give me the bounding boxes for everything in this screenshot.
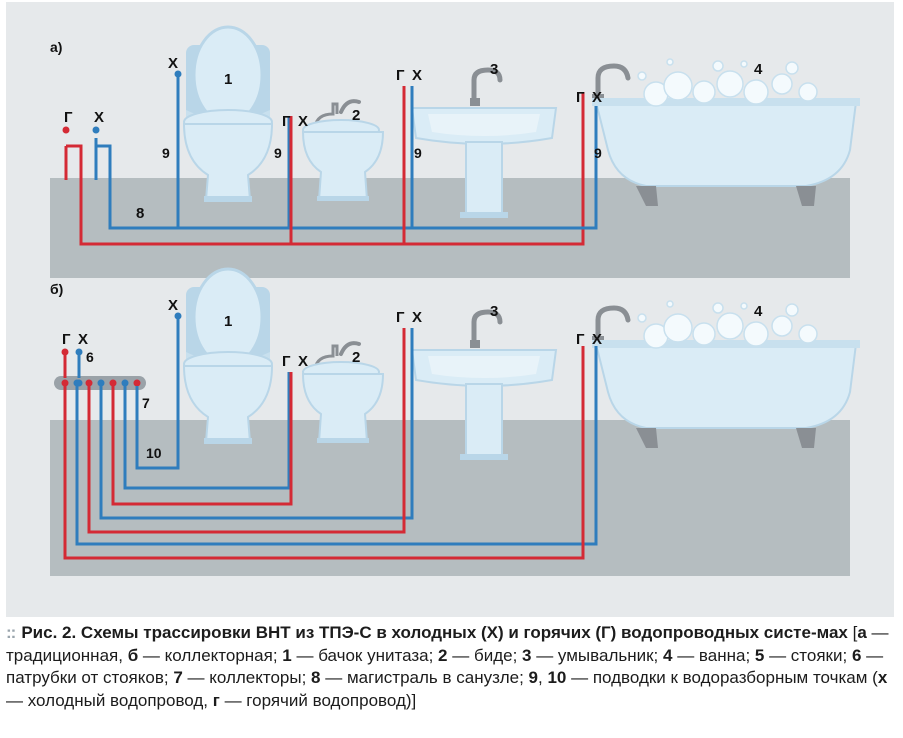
label-8-a: 8 [136, 205, 144, 222]
caption-legend: [а — традиционная, б — коллекторная; 1 —… [6, 623, 889, 710]
cold-bidet-b [123, 372, 291, 490]
legend-text: — ванна; [672, 645, 755, 665]
collector-outlet [97, 379, 105, 387]
bath-cold-label-b: Х [592, 331, 602, 348]
hot-bidet-b [111, 372, 293, 506]
toilet-a [182, 25, 274, 204]
legend-key: г [212, 690, 220, 710]
legend-key: а [857, 623, 867, 642]
legend-key: 10 [547, 668, 567, 687]
legend-key: б [127, 645, 139, 665]
label-4-b: 4 [754, 303, 763, 320]
bath-hot-label-a: Г [576, 89, 585, 106]
sink-hot-label-a: Г [396, 67, 405, 84]
figure-caption: ::Рис. 2. Схемы трассировки ВНТ из ТПЭ-С… [6, 622, 896, 712]
legend-text: — бачок унитаза; [291, 645, 439, 665]
legend-text: — коллекторы; [182, 668, 312, 687]
legend-key: 1 [282, 645, 292, 665]
hot-label-b: Г [62, 331, 71, 348]
label-9-sink-a: 9 [414, 145, 422, 161]
hot-label-a: Г [64, 109, 73, 126]
hot-main-a [66, 92, 585, 246]
label-3-a: 3 [490, 61, 498, 78]
cold-bath-a [412, 106, 598, 230]
floor-b [50, 420, 850, 576]
legend-text: , [538, 668, 548, 687]
legend-text: — коллекторная; [138, 645, 283, 665]
legend-text: — патрубки от стояков; [6, 645, 884, 688]
bath-cold-label-a: Х [592, 89, 602, 106]
cold-toilet-b [135, 316, 180, 470]
caption-bullet: :: [6, 623, 16, 642]
legend-text: — традиционная, [6, 623, 889, 665]
toilet-cold-inlet-a [174, 70, 182, 78]
cold-bath-b [75, 346, 598, 546]
collector-outlet [85, 379, 93, 387]
label-1-b: 1 [224, 313, 232, 330]
legend-text: — умывальник; [531, 645, 663, 665]
legend-text: — горячий водопровод)] [219, 690, 417, 710]
label-7-b: 7 [142, 395, 150, 411]
hot-riser-cap-b [61, 348, 69, 356]
bidet-cold-label-b: Х [298, 353, 308, 370]
label-9-bath-a: 9 [594, 145, 602, 161]
label-2-a: 2 [352, 107, 360, 124]
hot-riser-cap-a [62, 126, 70, 134]
bidet-hot-label-a: Г [282, 113, 291, 130]
label-3-b: 3 [490, 303, 498, 320]
collector-outlet [133, 379, 141, 387]
cold-label-a: Х [94, 109, 104, 126]
hot-sink-b [87, 328, 406, 534]
toilet-cold-inlet-b [174, 312, 182, 320]
legend-text: — подводки к водоразборным точкам ( [566, 668, 878, 687]
legend-text: — магистраль в санузле; [320, 668, 529, 687]
sink-cold-label-b: Х [412, 309, 422, 326]
cold-label-b: Х [78, 331, 88, 348]
legend-text: — стояки; [764, 645, 852, 665]
toilet-cold-label-b: Х [168, 297, 178, 314]
legend-key: 3 [522, 645, 532, 665]
cold-riser-cap-a [92, 126, 100, 134]
legend-key: х [877, 668, 888, 687]
cold-sink-b [99, 328, 414, 520]
hot-bath-b [63, 346, 585, 560]
label-9-toilet-a: 9 [162, 145, 170, 161]
legend-key: 5 [754, 645, 765, 665]
legend-key: 4 [663, 645, 673, 665]
legend-key: 7 [173, 668, 183, 687]
label-4-a: 4 [754, 61, 763, 78]
bath-hot-label-b: Г [576, 331, 585, 348]
cold-riser-cap-b [75, 348, 83, 356]
label-6-b: 6 [86, 349, 94, 365]
scheme-a-label: а) [50, 39, 62, 55]
collector-outlet [61, 379, 69, 387]
collector-outlet [109, 379, 117, 387]
collector-outlet [75, 379, 83, 387]
bidet-cold-label-a: Х [298, 113, 308, 130]
caption-title: Рис. 2. Схемы трассировки ВНТ из ТПЭ-С в… [21, 623, 848, 642]
legend-key: 9 [528, 668, 538, 687]
legend-text: — холодный водопровод, [6, 690, 213, 710]
label-1-a: 1 [224, 71, 232, 88]
legend-text: — биде; [447, 645, 523, 665]
bidet-hot-label-b: Г [282, 353, 291, 370]
sink-cold-label-a: Х [412, 67, 422, 84]
toilet-cold-label-a: Х [168, 55, 178, 72]
legend-key: 2 [438, 645, 448, 665]
cold-main-a [96, 74, 180, 230]
label-9-bidet-a: 9 [274, 145, 282, 161]
legend-key: 8 [311, 668, 321, 687]
scheme-b-label: б) [50, 281, 63, 297]
collector-outlet [121, 379, 129, 387]
sink-hot-label-b: Г [396, 309, 405, 326]
label-10-b: 10 [146, 445, 162, 461]
label-2-b: 2 [352, 349, 360, 366]
toilet-b [182, 267, 274, 446]
legend-key: 6 [851, 645, 862, 665]
